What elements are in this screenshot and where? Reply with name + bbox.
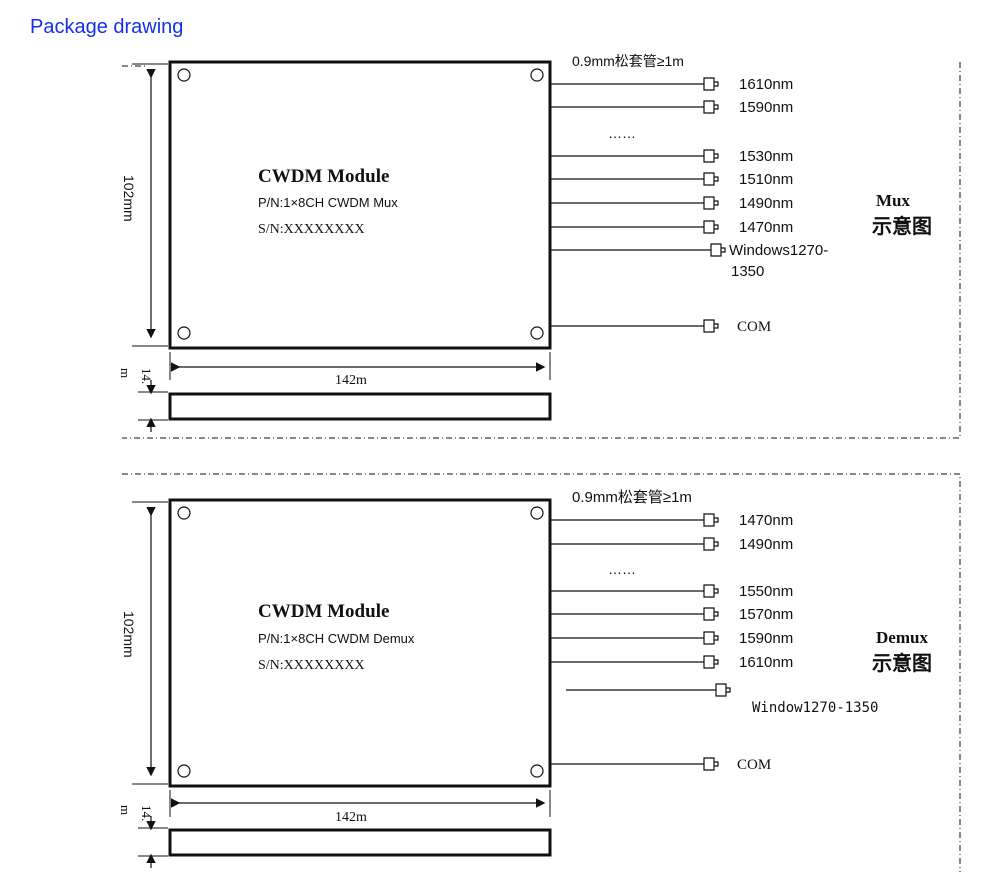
mux-screw-hole-icon bbox=[177, 68, 191, 82]
demux-thickness-unit: m bbox=[118, 805, 133, 815]
mux-side-profile bbox=[168, 392, 552, 421]
demux-thickness-label: 14. bbox=[139, 805, 154, 821]
mux-width-label: 142m bbox=[335, 373, 367, 388]
demux-part-number: P/N:1×8CH CWDM Demux bbox=[258, 631, 415, 646]
demux-screw-hole-icon bbox=[530, 506, 544, 520]
mux-port-label: 1530nm bbox=[739, 148, 793, 165]
mux-screw-hole-icon bbox=[530, 68, 544, 82]
mux-connector-icons bbox=[703, 77, 726, 333]
demux-com-label: COM bbox=[737, 757, 771, 773]
demux-module-title: CWDM Module bbox=[258, 601, 389, 622]
mux-port-label: 1490nm bbox=[739, 195, 793, 212]
mux-drawing: CWDM Module P/N:1×8CH CWDM Mux S/N:XXXXX… bbox=[118, 53, 961, 439]
mux-height-label: 102mm bbox=[121, 175, 137, 222]
demux-side-profile bbox=[168, 828, 552, 857]
mux-tube-note: 0.9mm松套管≥1m bbox=[572, 53, 684, 69]
mux-screw-hole-icon bbox=[177, 326, 191, 340]
mux-ellipsis: …… bbox=[608, 125, 636, 141]
demux-schematic-title: Demux bbox=[876, 628, 928, 647]
demux-port-label: 1550nm bbox=[739, 583, 793, 600]
mux-thickness-label: 14. bbox=[139, 368, 154, 384]
mux-window-label-cont: 1350 bbox=[731, 263, 764, 280]
mux-window-label: Windows1270- bbox=[729, 242, 828, 259]
mux-module-title: CWDM Module bbox=[258, 166, 389, 187]
mux-port-label: 1610nm bbox=[739, 76, 793, 93]
demux-window-label: Window1270-1350 bbox=[752, 700, 878, 716]
mux-thickness-unit: m bbox=[118, 368, 133, 378]
demux-port-label: 1470nm bbox=[739, 512, 793, 529]
demux-height-label: 102mm bbox=[121, 611, 137, 658]
demux-drawing: CWDM Module P/N:1×8CH CWDM Demux S/N:XXX… bbox=[118, 473, 961, 872]
demux-screw-hole-icon bbox=[177, 506, 191, 520]
mux-schematic-title: Mux bbox=[876, 191, 911, 210]
demux-tube-note: 0.9mm松套管≥1m bbox=[572, 489, 692, 506]
demux-screw-hole-icon bbox=[177, 764, 191, 778]
mux-screw-hole-icon bbox=[530, 326, 544, 340]
mux-fiber-pigtails bbox=[550, 83, 711, 327]
mux-part-number: P/N:1×8CH CWDM Mux bbox=[258, 195, 398, 210]
demux-port-label: 1610nm bbox=[739, 654, 793, 671]
demux-serial-number: S/N:XXXXXXXX bbox=[258, 658, 365, 673]
demux-port-label: 1490nm bbox=[739, 536, 793, 553]
mux-serial-number: S/N:XXXXXXXX bbox=[258, 222, 365, 237]
demux-port-label: 1590nm bbox=[739, 630, 793, 647]
mux-schematic-subtitle: 示意图 bbox=[872, 214, 932, 238]
demux-fiber-pigtails bbox=[550, 519, 716, 765]
demux-port-label: 1570nm bbox=[739, 606, 793, 623]
mux-port-label: 1590nm bbox=[739, 99, 793, 116]
mux-port-label: 1510nm bbox=[739, 171, 793, 188]
demux-width-label: 142m bbox=[335, 810, 367, 825]
mux-com-label: COM bbox=[737, 319, 771, 335]
mux-port-label: 1470nm bbox=[739, 219, 793, 236]
demux-connector-icons bbox=[703, 513, 731, 771]
page-title: Package drawing bbox=[30, 16, 184, 38]
demux-section-border bbox=[122, 473, 961, 872]
demux-screw-hole-icon bbox=[530, 764, 544, 778]
demux-ellipsis: …… bbox=[608, 561, 636, 577]
demux-schematic-subtitle: 示意图 bbox=[872, 651, 932, 675]
demux-module-body bbox=[168, 498, 552, 788]
mux-module-body bbox=[168, 60, 552, 350]
